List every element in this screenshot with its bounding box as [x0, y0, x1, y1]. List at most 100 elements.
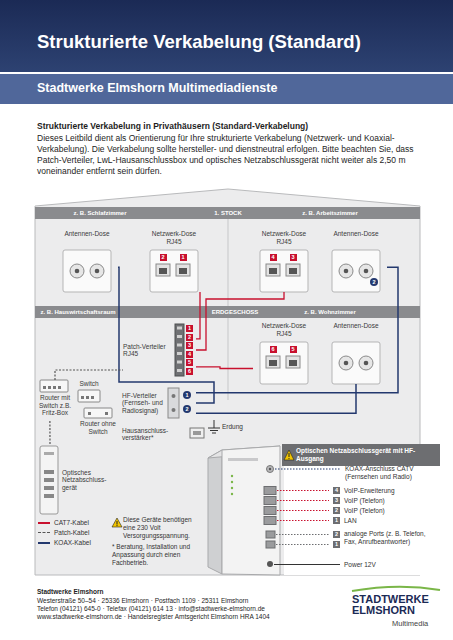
rj45-ports	[286, 356, 300, 368]
optical-terminal-illustration	[208, 450, 222, 574]
intro-paragraph: Dieses Leitbild dient als Orientierung f…	[37, 133, 420, 177]
antenna-socket: Antennen-Dose	[325, 322, 387, 384]
note-text: Diese Geräte benötigen eine 230 Volt Ver…	[123, 516, 205, 540]
rj45-ports	[156, 264, 300, 368]
house	[228, 318, 229, 400]
node-caption: Router mit Switch z.B. Fritz-Box	[38, 394, 72, 417]
optical-terminal-illustration	[208, 446, 280, 575]
warning-icon	[117, 521, 118, 525]
router-devices	[40, 380, 68, 392]
router-devices	[78, 390, 100, 402]
node-caption: Patch-Verteiler RJ45	[123, 343, 173, 358]
cat7-cable	[196, 292, 200, 339]
router-ports	[43, 386, 46, 389]
antenna-socket-pins	[95, 269, 100, 274]
rj45-ports	[266, 356, 280, 368]
port-number: 2	[183, 405, 191, 413]
header-band	[0, 74, 453, 104]
network-socket: Netzwerk-Dose RJ45	[253, 322, 315, 384]
legend-swatch	[38, 532, 50, 533]
house-amplifier	[190, 428, 204, 438]
antenna-socket: Antennen-Dose	[325, 230, 387, 292]
callout-leaders	[276, 534, 329, 535]
switch-device: Switch	[76, 380, 102, 404]
optical-terminal-illustration	[264, 487, 276, 549]
callout-panel	[288, 458, 289, 459]
floor-label: z. B. Arbeitszimmer	[285, 207, 375, 219]
port-number: 2	[186, 334, 193, 341]
patch-panel-rack	[177, 344, 182, 347]
rj45-port-holes	[179, 268, 187, 274]
port-number: 2	[370, 278, 378, 286]
router-ports	[91, 396, 94, 399]
router-devices	[84, 408, 112, 418]
port-number: 6	[270, 346, 277, 353]
patch-panel-rack	[177, 369, 182, 372]
note-text: * Beratung, Installation und Anpassung d…	[112, 543, 204, 567]
port-number: 4	[186, 351, 193, 358]
floor-label: 1. STOCK	[198, 207, 258, 219]
callout-leaders	[277, 510, 329, 511]
node-caption: Switch	[76, 380, 102, 388]
optical-terminal-small	[40, 446, 58, 514]
patch-panel-rack	[175, 324, 184, 376]
antenna-socket-pins	[344, 361, 349, 366]
footer-text: Telefon (04121) 645-0 · Telefax (04121) …	[37, 605, 337, 613]
callout-number: 1	[333, 541, 340, 548]
rj45-port-holes	[289, 268, 297, 274]
port-number: 6	[186, 368, 193, 375]
network-socket-plates	[150, 250, 308, 384]
callout-number: 4	[333, 487, 340, 494]
note-text: KOAX-Anschluss CATV (Fernsehen und Radio…	[345, 465, 437, 481]
patch-panel-rack	[177, 361, 182, 364]
hf-distributor	[168, 388, 179, 418]
coax-cable	[196, 267, 398, 393]
optical-terminal-illustration	[266, 541, 275, 548]
cat7-cable	[196, 292, 284, 350]
note-text: Power 12V	[344, 561, 434, 569]
optical-terminal-illustration	[228, 458, 258, 461]
network-socket-plates	[260, 250, 308, 292]
optical-terminal-illustration	[267, 466, 274, 473]
callout-panel	[282, 444, 440, 575]
node-caption: Hausanschluss- verstärker*	[122, 427, 188, 442]
router-ports	[48, 386, 51, 389]
optical-terminal-illustration	[264, 507, 276, 515]
header-band	[0, 0, 453, 72]
node-caption: HF-Verteiler (Fernseh- und Radiosignal)	[122, 392, 168, 415]
footer-text: www.stadtwerke-elmshorn.de · Handelsregi…	[37, 613, 337, 621]
patch-cable	[55, 370, 123, 380]
patch-panel-rack	[177, 335, 182, 338]
house-amplifier	[193, 431, 201, 435]
port-number: 5	[290, 346, 297, 353]
floor-label: ERDGESCHOSS	[207, 306, 263, 318]
earthing-symbol	[210, 430, 218, 431]
network-socket-plates	[260, 342, 308, 384]
legend-text: KOAX-Kabel	[54, 539, 114, 547]
port-number: 1	[180, 254, 187, 261]
router-ports	[81, 396, 84, 399]
patch-panel-rack	[177, 327, 182, 373]
node-caption: Optischen Netzabschlussgerät mit HF-Ausg…	[296, 447, 436, 462]
callout-panel	[289, 453, 290, 457]
warning-icon	[116, 525, 117, 526]
rj45-ports	[156, 264, 170, 276]
floor-label: z. B. Wohnzimmer	[290, 306, 370, 318]
patch-panel-rack	[177, 327, 182, 330]
optical-terminal-small	[44, 486, 54, 490]
optical-terminal-illustration	[231, 475, 233, 495]
callout-leaders	[274, 469, 340, 565]
coax-cable	[118, 267, 214, 403]
amplifier-device: Hausanschluss- verstärker*	[122, 424, 206, 444]
node-caption: Antennen-Dose	[62, 230, 112, 238]
optical-terminal-illustration	[267, 561, 273, 567]
antenna-sockets	[70, 264, 373, 370]
callout-leaders	[277, 500, 329, 501]
patch-panel-rack	[175, 324, 184, 376]
port-number: 1	[183, 391, 191, 399]
node-caption: Optisches Netzabschluss- gerät	[62, 469, 118, 492]
rj45-port-holes	[159, 268, 167, 274]
note-text: VoIP (Telefon)	[344, 497, 439, 505]
network-socket: Netzwerk-Dose RJ45	[143, 230, 205, 292]
